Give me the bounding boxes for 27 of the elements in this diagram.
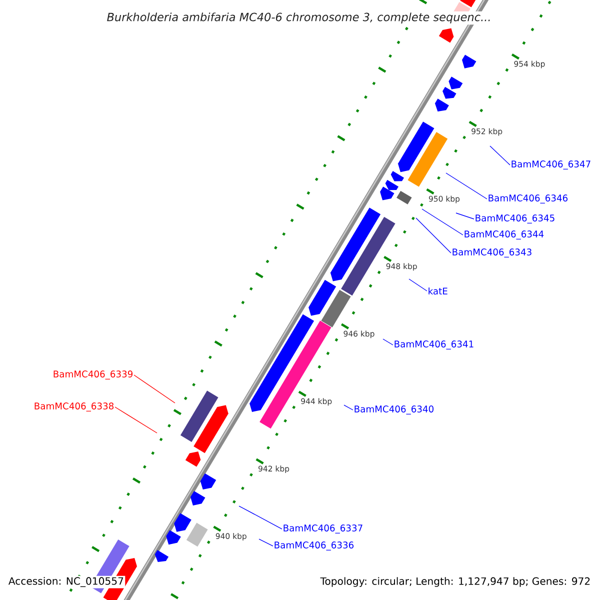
title: Burkholderia ambifaria MC40-6 chromosome 3, complete sequenc...: [106, 11, 492, 25]
leader-line: [114, 406, 158, 434]
leader-line: [382, 338, 394, 346]
gene-label: BamMC406_6347: [512, 160, 590, 170]
gene-label: BamMC406_6338: [34, 402, 114, 412]
gene-label: BamMC406_6337: [284, 524, 362, 534]
gene-label: BamMC406_6336: [274, 542, 354, 550]
gene-label: BamMC406_6341: [394, 340, 474, 350]
leader-line: [446, 172, 488, 200]
gene-label: BamMC406_6346: [488, 194, 568, 204]
genome-info-label: Topology: circular; Length: 1,127,947 bp; Genes: 972: [319, 576, 592, 588]
gene-label: BamMC406_6343: [452, 248, 532, 258]
gene-label: BamMC406_6344: [464, 230, 544, 240]
gene-label: BamMC406_6339: [54, 370, 133, 380]
leader-line: [408, 278, 428, 292]
leader-line: [238, 506, 282, 530]
leader-line: [456, 212, 474, 220]
gene-label: katE: [428, 287, 448, 295]
accession-label: Accession: NC_010557: [7, 576, 126, 588]
leader-line: [416, 218, 452, 254]
leader-line: [422, 208, 464, 236]
gene-label: BamMC406_6345: [476, 214, 554, 224]
leader-line: [344, 404, 354, 410]
leader-line: [134, 374, 176, 404]
leader-line: [490, 146, 510, 166]
leader-line: [258, 538, 274, 546]
gene-label: BamMC406_6340: [354, 406, 434, 414]
